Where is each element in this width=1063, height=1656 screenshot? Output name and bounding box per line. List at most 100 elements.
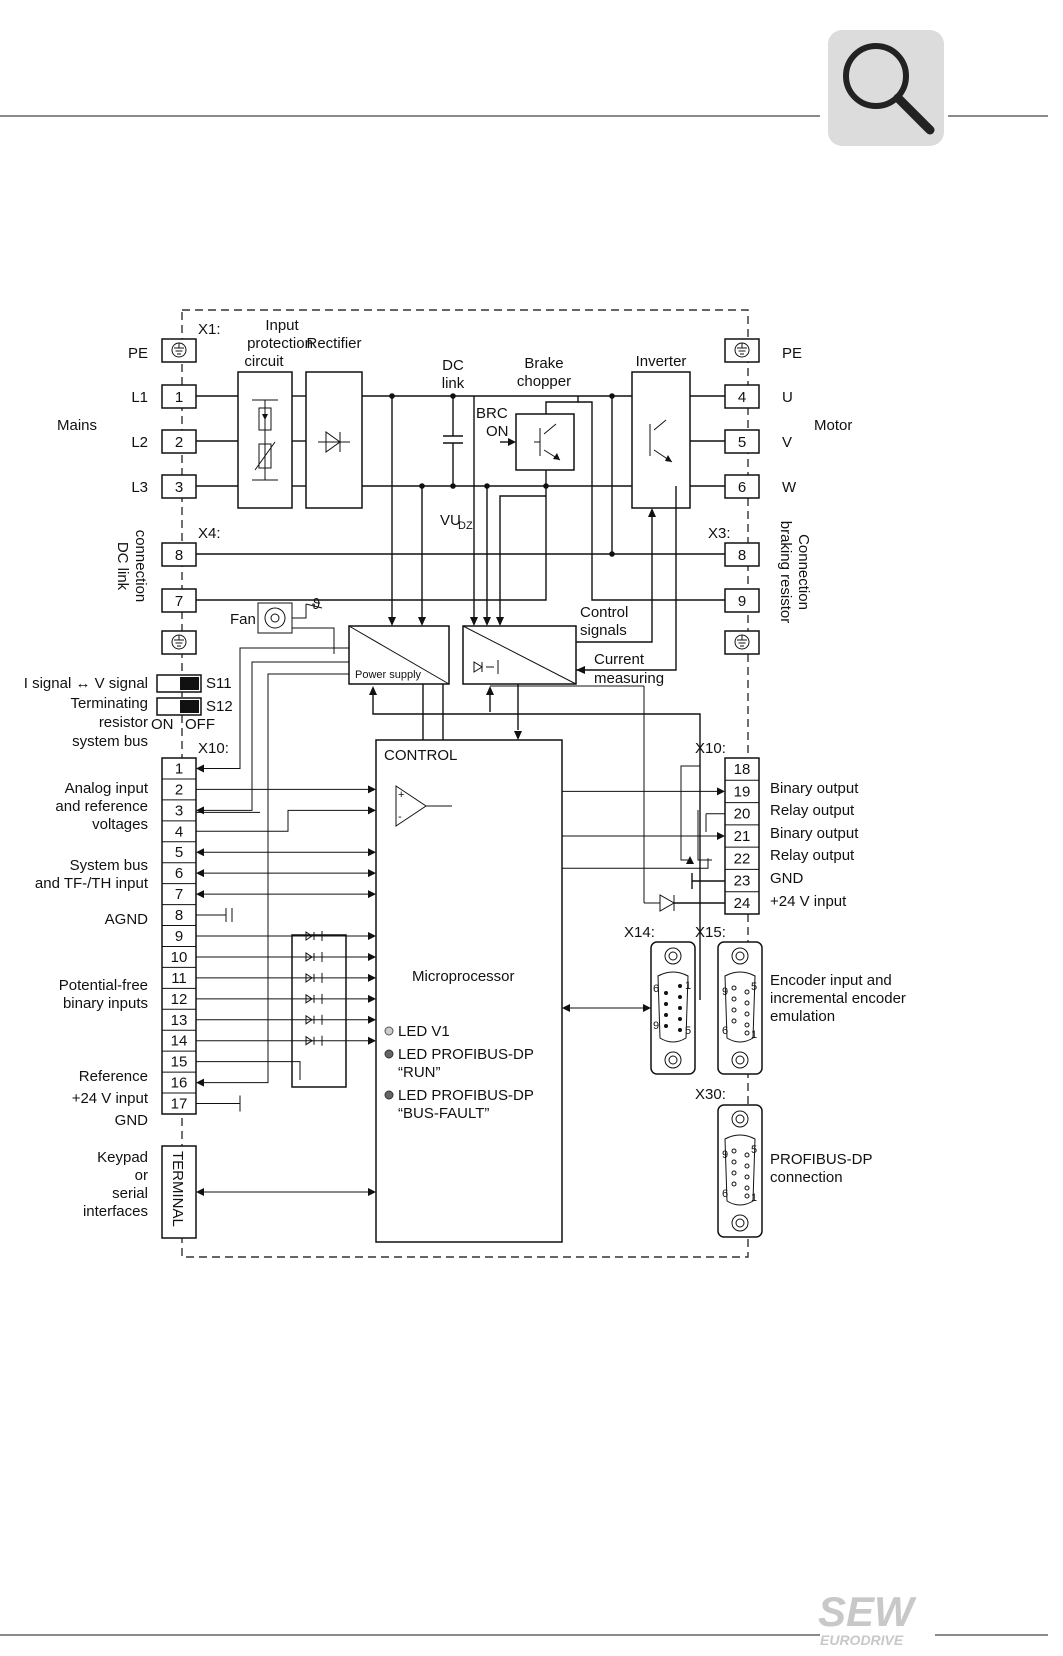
x30-label: X30: [695,1086,726,1103]
fan-icon [257,602,293,634]
brc-label: BRC [476,405,508,422]
analog-input-label-3: voltages [92,816,148,833]
terminal-x10-11: 11 [171,970,187,987]
optocoupler-11 [305,972,313,983]
x3-label: X3: [708,525,731,542]
l1-label: L1 [131,389,148,406]
brake-chopper-block [515,413,575,471]
x10-left-label: X10: [198,740,229,757]
svg-text:1: 1 [751,1029,757,1041]
terminal-x10-6: 6 [175,865,183,882]
gnd-23-label: GND [770,870,804,887]
led-v1-label: LED V1 [398,1023,450,1040]
s11-label: S11 [206,675,232,692]
profibus-label: PROFIBUS-DP [770,1151,873,1168]
braking-resistor-label: Connection [795,534,812,610]
binary-inputs-label: Potential-free [59,977,148,994]
svg-text:7: 7 [175,593,183,610]
input-protection-block [237,371,293,509]
svg-text:9: 9 [722,1149,728,1161]
keypad-label: Keypad [97,1149,148,1166]
terminal-x10-10: 10 [171,949,188,966]
svg-text:5: 5 [751,981,757,993]
dc-link-connection-label-2: connection [132,530,149,603]
inverter-block [631,371,691,509]
relay-output-20-label: Relay output [770,802,855,819]
svg-text:8: 8 [738,547,746,564]
x14-label: X14: [624,924,655,941]
dc-link-connection-label: DC link [114,542,131,591]
svg-text:+: + [398,789,404,801]
terminal-x10-5: 5 [175,844,183,861]
l2-label: L2 [131,434,148,451]
svg-text:SEW: SEW [818,1588,917,1635]
terminal-x10-20: 20 [734,806,751,823]
svg-text:-: - [398,811,402,823]
led-run-label: LED PROFIBUS-DP [398,1046,534,1063]
optocoupler-14 [305,1035,313,1046]
gnd-left-label: GND [115,1112,149,1129]
relay-output-22-label: Relay output [770,847,855,864]
theta-symbol: ϑ [312,596,321,613]
keypad-label-4: interfaces [83,1203,148,1220]
terminal-x10-3: 3 [175,802,183,819]
keypad-label-3: serial [112,1185,148,1202]
dc-link-capacitor [443,396,463,486]
pe-terminal-dc-left [161,630,197,655]
input-protection-label: Input [265,317,299,334]
led-bus-fault-label-2: “BUS-FAULT” [398,1105,489,1122]
s11-description: I signal ↔ V signal [24,675,148,692]
x10-right-label: X10: [695,740,726,757]
terminal-x10-21: 21 [734,828,751,845]
svg-text:3: 3 [175,479,183,496]
svg-text:5: 5 [738,434,746,451]
rectifier-block [305,371,363,509]
current-measuring-label-2: measuring [594,670,664,687]
terminal-interface: TERMINAL [161,1145,197,1239]
terminal-x1-2: 2 [161,429,197,454]
switch-on-label: ON [151,716,174,733]
terminal-x10-9: 9 [175,928,183,945]
switch-s11[interactable] [156,674,202,693]
fan-label: Fan [230,611,256,628]
sew-eurodrive-logo: SEW EURODRIVE [818,1588,917,1648]
optocoupler-block [291,934,347,1088]
s12-label: S12 [206,698,233,715]
control-block: CONTROL Microprocessor + - LED V1 LED PR… [375,739,563,1243]
pe-terminal-right [724,338,760,363]
motor-label: Motor [814,417,852,434]
vuz-subscript: DZ [458,520,473,532]
x10-right-strip [724,757,760,915]
input-protection-label-3: circuit [244,353,284,370]
l3-label: L3 [131,479,148,496]
svg-text:6: 6 [722,1025,728,1037]
binary-output-21-label: Binary output [770,825,859,842]
brake-chopper-label-2: chopper [517,373,571,390]
svg-text:5: 5 [751,1144,757,1156]
terminal-x4-7: 7 [161,588,197,613]
input-protection-label-2: protection [247,335,313,352]
terminal-x10-23: 23 [734,873,751,890]
output-24v-label: +24 V input [72,1090,149,1107]
control-signals-label-2: signals [580,622,627,639]
power-supply-block: Power supply [348,625,450,685]
terminal-x10-12: 12 [171,991,188,1008]
magnifier-icon [828,30,944,146]
v-label: V [782,434,792,451]
terminal-x3-8: 8 [724,542,760,567]
x30-connector: 9 6 5 1 [717,1104,763,1238]
svg-text:9: 9 [738,593,746,610]
terminal-x3-6: 6 [724,474,760,499]
terminal-x10-1: 1 [175,760,183,777]
control-signals-label: Control [580,604,628,621]
terminal-x10-16: 16 [171,1075,188,1092]
brake-chopper-label: Brake [524,355,563,372]
terminal-x1-3: 3 [161,474,197,499]
terminal-x10-7: 7 [175,886,183,903]
terminal-label: TERMINAL [169,1151,186,1227]
pe-terminal-dc-right [724,630,760,655]
switch-s12[interactable] [156,697,202,716]
encoder-label-3: emulation [770,1008,835,1025]
